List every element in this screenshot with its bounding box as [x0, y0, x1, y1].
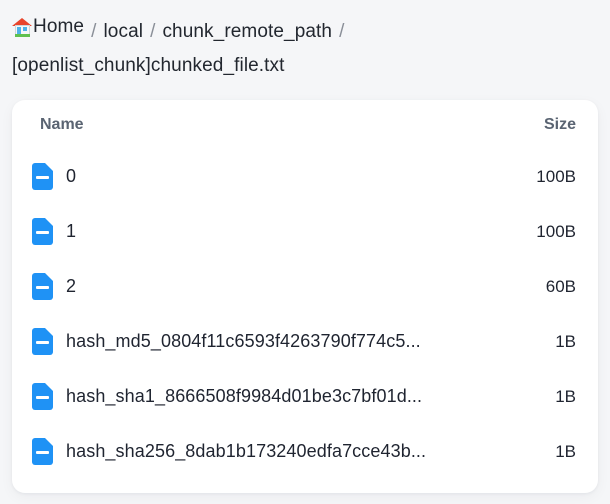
- table-row[interactable]: 0 100B: [12, 149, 598, 204]
- file-icon: [32, 273, 53, 300]
- house-icon: [12, 17, 32, 37]
- table-row[interactable]: 2 60B: [12, 259, 598, 314]
- file-name-cell: hash_sha256_8dab1b173240edfa7cce43b...: [32, 438, 543, 465]
- file-name-label[interactable]: 0: [66, 166, 77, 186]
- file-icon: [32, 438, 53, 465]
- file-list: 0 100B 1 100B 2 60B: [12, 149, 598, 479]
- column-header-size[interactable]: Size: [543, 115, 576, 133]
- table-row[interactable]: hash_sha1_8666508f9984d01be3c7bf01d... 1…: [12, 369, 598, 424]
- breadcrumb-home-label: Home: [33, 16, 85, 37]
- file-name-cell: hash_sha1_8666508f9984d01be3c7bf01d...: [32, 383, 543, 410]
- file-name-label[interactable]: hash_sha1_8666508f9984d01be3c7bf01d...: [66, 386, 423, 406]
- breadcrumb: Home / local / chunk_remote_path / [openlist…: [0, 0, 610, 83]
- breadcrumb-item-current-file[interactable]: [openlist_chunk]chunked_file.txt: [12, 55, 285, 76]
- table-row[interactable]: hash_md5_0804f11c6593f4263790f774c5... 1…: [12, 314, 598, 369]
- file-size-label: 1B: [555, 441, 576, 461]
- file-size-label: 1B: [555, 331, 576, 351]
- file-name-label[interactable]: hash_sha256_8dab1b173240edfa7cce43b...: [66, 441, 427, 461]
- file-name-cell: 2: [32, 273, 534, 300]
- file-icon: [32, 163, 53, 190]
- breadcrumb-item-chunk-remote-path[interactable]: chunk_remote_path: [162, 21, 333, 42]
- file-size-label: 100B: [536, 166, 576, 186]
- file-size-label: 60B: [545, 276, 576, 296]
- table-header-row: Name Size: [12, 100, 598, 149]
- breadcrumb-item-local[interactable]: local: [103, 21, 144, 42]
- breadcrumb-separator: /: [150, 21, 156, 42]
- file-name-cell: 0: [32, 163, 524, 190]
- file-name-label[interactable]: hash_md5_0804f11c6593f4263790f774c5...: [66, 331, 421, 351]
- file-name-label[interactable]: 2: [66, 276, 77, 296]
- file-name-cell: hash_md5_0804f11c6593f4263790f774c5...: [32, 328, 543, 355]
- breadcrumb-separator: /: [339, 21, 345, 42]
- file-icon: [32, 383, 53, 410]
- file-name-cell: 1: [32, 218, 524, 245]
- table-row[interactable]: hash_sha256_8dab1b173240edfa7cce43b... 1…: [12, 424, 598, 479]
- breadcrumb-separator: /: [91, 21, 97, 42]
- column-header-name[interactable]: Name: [40, 115, 84, 133]
- file-icon: [32, 218, 53, 245]
- file-name-label[interactable]: 1: [66, 221, 77, 241]
- file-size-label: 100B: [536, 221, 576, 241]
- file-list-card: Name Size 0 100B 1 100B: [12, 100, 598, 493]
- file-size-label: 1B: [555, 386, 576, 406]
- breadcrumb-item-home[interactable]: Home: [12, 10, 84, 44]
- table-row[interactable]: 1 100B: [12, 204, 598, 259]
- file-icon: [32, 328, 53, 355]
